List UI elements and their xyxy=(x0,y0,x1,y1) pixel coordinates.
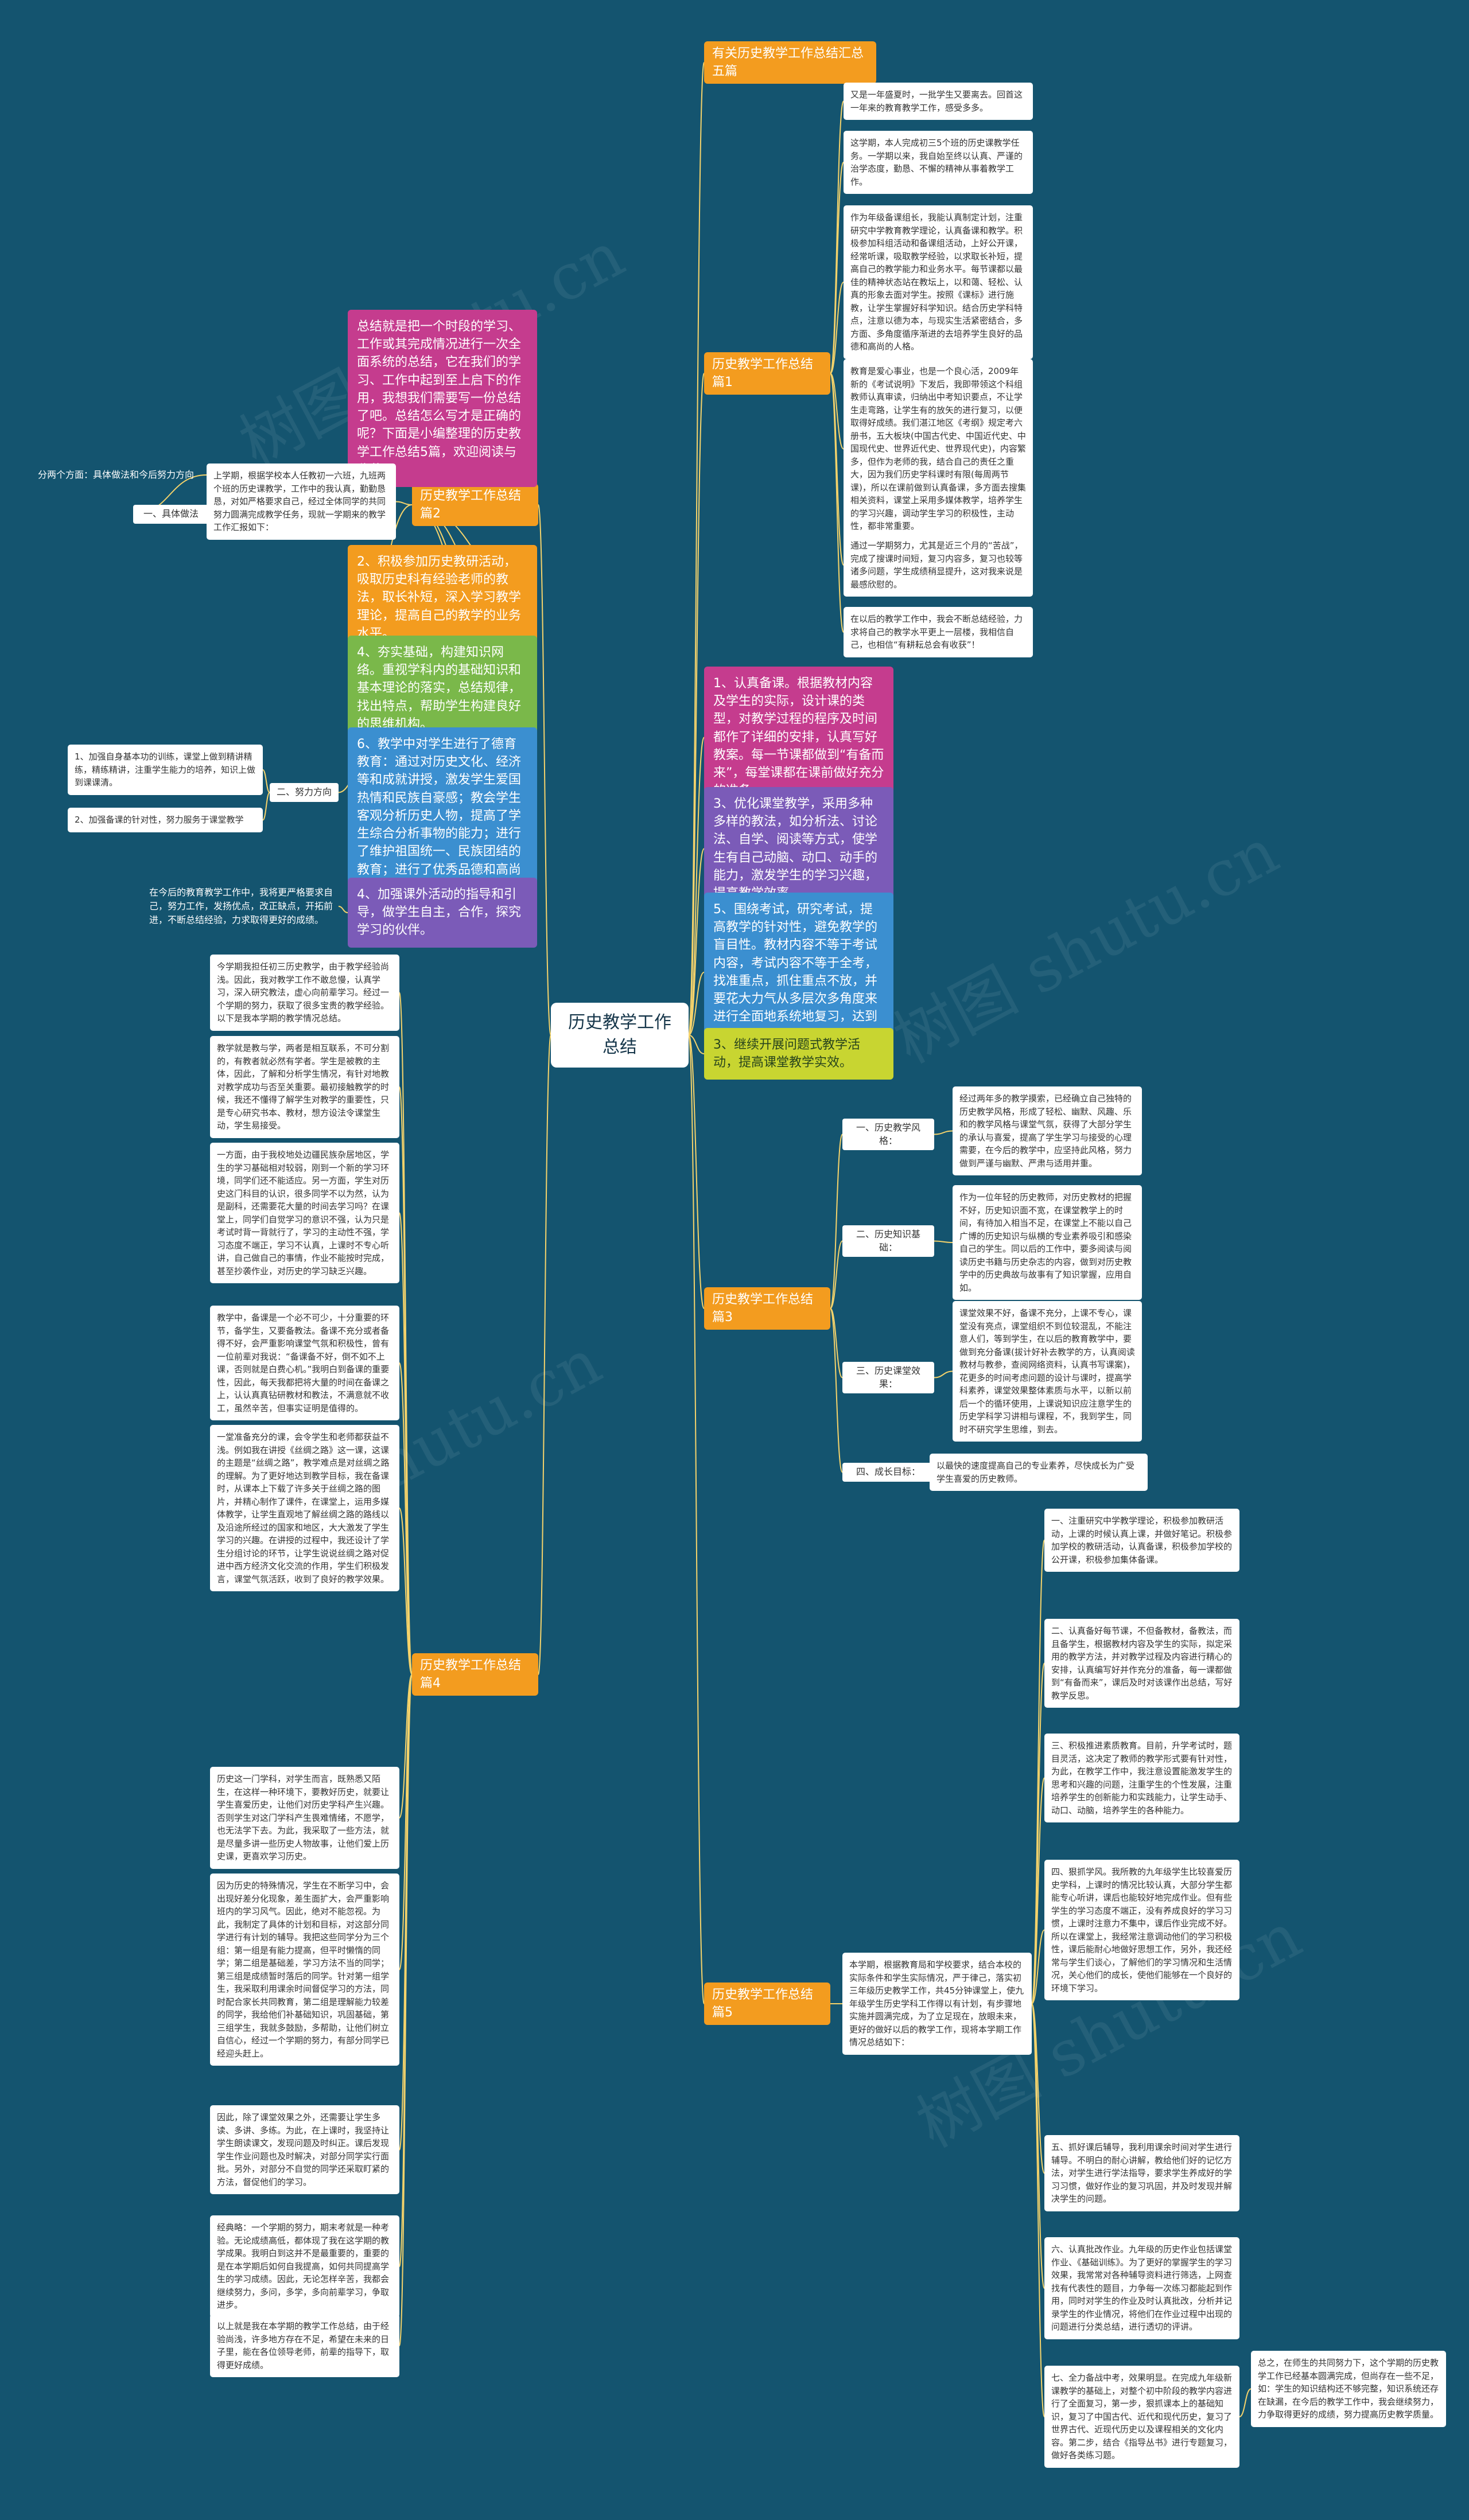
branch-article-3[interactable]: 历史教学工作总结 篇3 xyxy=(704,1287,830,1330)
article-5-point: 七、全力备战中考，效果明显。在完成九年级新课教学的基础上，对整个初中阶段的教学内… xyxy=(1044,2366,1239,2468)
branch-summary-title[interactable]: 有关历史教学工作总结汇总五篇 xyxy=(704,41,876,84)
article-5-point: 六、认真批改作业。九年级的历史作业包括课堂作业、《基础训练》。为了更好的掌握学生… xyxy=(1044,2237,1239,2339)
connector xyxy=(1031,1929,1045,2004)
article-5-point: 五、抓好课后辅导，我利用课余时间对学生进行辅导。不明白的耐心讲解，教给他们好的记… xyxy=(1044,2135,1239,2211)
connector xyxy=(830,162,844,374)
article-1-paragraph: 又是一年盛夏时，一批学生又要离去。回首这一年来的教育教学工作，感受多多。 xyxy=(844,83,1033,120)
connector xyxy=(399,1674,413,2151)
connector xyxy=(395,501,413,505)
article-2-note: 分两个方面：具体做法和今后努力方向 xyxy=(38,469,195,480)
connector xyxy=(1031,1540,1045,2004)
article-3-text: 课堂效果不好，备课不充分，上课不专心，课堂没有亮点，课堂组织不到位较混乱，不能注… xyxy=(953,1301,1142,1442)
connector xyxy=(262,769,270,793)
connector xyxy=(399,1674,413,1970)
article-2-opening: 上学期，根据学校本人任教初一六班，九班两个班的历史课教学，工作中的我认真，勤勤恳… xyxy=(207,464,396,540)
article-2-intro: 总结就是把一个时段的学习、工作或其完成情况进行一次全面系统的总结，它在我们的学习… xyxy=(348,310,537,488)
connector xyxy=(399,1674,413,2346)
connector xyxy=(688,848,705,1036)
article-1-paragraph: 在以后的教学工作中，我会不断总结经验，力求将自己的教学水平更上一层楼，我相信自己… xyxy=(844,607,1033,657)
article-2-point: 2、积极参加历史教研活动，吸取历史科有经验老师的教法，取长补短，深入学习教学理论… xyxy=(348,545,537,651)
connector xyxy=(399,1674,413,1818)
article-1-paragraph: 作为年级备课组长，我能认真制定计划，注重研究中学教育教学理论，认真备课和教学。积… xyxy=(844,205,1033,359)
article-4-paragraph: 历史这一门学科，对学生而言，既熟悉又陌生，在这样一种环境下，要教好历史，就要让学… xyxy=(210,1767,399,1869)
article-3-text: 以最快的速度提高自己的专业素养，尽快成长为广受学生喜爱的历史教师。 xyxy=(930,1454,1148,1491)
article-3-sublabel[interactable]: 四、成长目标： xyxy=(842,1463,934,1482)
article-4-paragraph: 今学期我担任初三历史教学，由于教学经验尚浅。因此，我对教学工作不敢怠慢，认真学习… xyxy=(210,955,399,1031)
connector xyxy=(688,373,705,1036)
connector xyxy=(399,1086,413,1675)
article-3-sublabel[interactable]: 三、历史课堂效果： xyxy=(842,1362,934,1394)
article-1-paragraph: 教育是爱心事业，也是一个良心活，2009年新的《考试说明》下发后，我即带领这个科… xyxy=(844,359,1033,539)
article-4-paragraph: 一堂准备充分的课，会令学生和老师都获益不浅。例如我在讲授《丝绸之路》这一课，这课… xyxy=(210,1425,399,1591)
teaching-point: 1、认真备课。根据教材内容及学生的实际，设计课的类型，对教学过程的程序及时间都作… xyxy=(704,667,893,808)
article-4-paragraph: 教学就是教与学，两者是相互联系，不可分割的，有教者就必然有学者。学生是被教的主体… xyxy=(210,1036,399,1138)
root-topic[interactable]: 历史教学工作总结 xyxy=(551,1003,689,1068)
branch-article-2[interactable]: 历史教学工作总结 篇2 xyxy=(412,484,538,527)
article-5-intro: 本学期，根据教育局和学校要求，结合本校的实际条件和学生实际情况，严于律己，落实初… xyxy=(842,1953,1032,2055)
article-4-paragraph: 经典略：一个学期的努力，期末考就是一种考验。无论成绩高低，都体现了我在这学期的教… xyxy=(210,2215,399,2318)
connector xyxy=(688,972,705,1036)
branch-article-4[interactable]: 历史教学工作总结 篇4 xyxy=(412,1653,538,1696)
article-5-point: 三、积极推进素质教育。目前，升学考试时，题目灵活，这决定了教师的教学形式要有针对… xyxy=(1044,1734,1239,1822)
connector xyxy=(338,906,348,913)
article-4-paragraph: 因此，除了课堂效果之外，还需要让学生多读、多讲、多练。为此，在上课时，我坚持让学… xyxy=(210,2105,399,2194)
connector xyxy=(688,1034,705,1054)
connector xyxy=(688,1034,705,1309)
connector xyxy=(1031,1662,1045,2004)
connector xyxy=(262,792,270,821)
article-3-sublabel[interactable]: 二、历史知识基础： xyxy=(842,1225,934,1257)
article-2-point: 4、夯实基础，构建知识网络。重视学科内的基础知识和基本理论的落实，总结规律，找出… xyxy=(348,636,537,742)
article-5-point: 一、注重研究中学教学理论，积极参加教研活动，上课的时候认真上课，并做好笔记。积极… xyxy=(1044,1509,1239,1572)
article-4-paragraph: 以上就是我在本学期的教学工作总结，由于经验尚浅，许多地方存在不足，希望在未来的日… xyxy=(210,2314,399,2377)
connector xyxy=(399,1674,413,2267)
article-3-text: 经过两年多的教学摸索，已经确立自己独特的历史教学风格，形成了轻松、幽默、风趣、乐… xyxy=(953,1086,1142,1175)
connector xyxy=(1239,2388,1252,2417)
article-5-point: 二、认真备好每节课，不但备教材，备教法，而且备学生，根据教材内容及学生的实际，拟… xyxy=(1044,1619,1239,1708)
improvement-direction-tag[interactable]: 二、努力方向 xyxy=(270,783,339,802)
connector xyxy=(830,1240,843,1309)
connector xyxy=(1031,1777,1045,2004)
improvement-item: 1、加强自身基本功的训练，课堂上做到精讲精练，精练精讲，注重学生能力的培养，知识… xyxy=(68,745,263,795)
article-4-paragraph: 一方面，由于我校地处边疆民族杂居地区，学生的学习基础相对较弱，刚到一个新的学习环… xyxy=(210,1143,399,1283)
article-2-closing: 在今后的教育教学工作中，我将更严格要求自己，努力工作，发扬优点，改正缺点，开拓前… xyxy=(149,887,333,925)
article-4-paragraph: 教学中，备课是一个必不可少，十分重要的环节，备学生，又要备教法。备课不充分或者备… xyxy=(210,1306,399,1420)
article-3-text: 作为一位年轻的历史教师，对历史教材的把握不好，历史知识面不宽，在课堂教学上的时间… xyxy=(953,1185,1142,1300)
connector xyxy=(830,373,844,633)
connector xyxy=(830,373,844,450)
article-3-sublabel[interactable]: 一、历史教学风格： xyxy=(842,1119,934,1151)
branch-article-1[interactable]: 历史教学工作总结 篇1 xyxy=(704,352,830,395)
connector xyxy=(830,1308,843,1378)
connector xyxy=(934,1240,953,1243)
article-5-point: 四、狠抓学风。我所教的九年级学生比较喜爱历史学科，上课时的情况比较认真，大部分学… xyxy=(1044,1860,1239,2000)
connector xyxy=(399,992,413,1675)
article-1-paragraph: 通过一学期努力，尤其是近三个月的“苦战”，完成了搜课时间短，复习内容多，复习也较… xyxy=(844,533,1033,597)
connector xyxy=(399,1508,413,1675)
connector xyxy=(538,504,551,1036)
specific-method-tag[interactable]: 一、具体做法 xyxy=(133,505,209,524)
connector xyxy=(688,1034,705,2004)
article-4-paragraph: 因为历史的特殊情况，学生在不断学习中，会出现好差分化现象，差生面扩大，会严重影响… xyxy=(210,1874,399,2066)
connector xyxy=(830,1308,843,1473)
connector xyxy=(688,62,705,1036)
teaching-point: 5、围绕考试，研究考试，提高教学的针对性，避免教学的盲目性。教材内容不等于考试内… xyxy=(704,893,893,1052)
connector xyxy=(688,737,705,1036)
improvement-item: 2、加强备课的针对性，努力服务于课堂教学 xyxy=(68,808,263,832)
connector xyxy=(830,373,844,566)
connector xyxy=(934,1130,953,1135)
connector xyxy=(830,1134,843,1309)
article-5-closing: 总之，在师生的共同努力下，这个学期的历史教学工作已经基本圆满完成，但尚存在一些不… xyxy=(1251,2351,1446,2427)
watermark: 树图 shutu.cn xyxy=(882,814,1290,1078)
article-1-paragraph: 这学期，本人完成初三5个班的历史课教学任务。一学期以来，我自始至终以认真、严谨的… xyxy=(844,131,1033,194)
connector xyxy=(830,100,844,374)
connector xyxy=(934,1370,953,1378)
teaching-point: 3、继续开展问题式教学活动，提高课堂教学实效。 xyxy=(704,1028,893,1080)
branch-article-5[interactable]: 历史教学工作总结 篇5 xyxy=(704,1982,830,2026)
connector xyxy=(830,282,844,374)
article-2-point: 4、加强课外活动的指导和引导，做学生自主，合作，探究学习的伙伴。 xyxy=(348,878,537,948)
